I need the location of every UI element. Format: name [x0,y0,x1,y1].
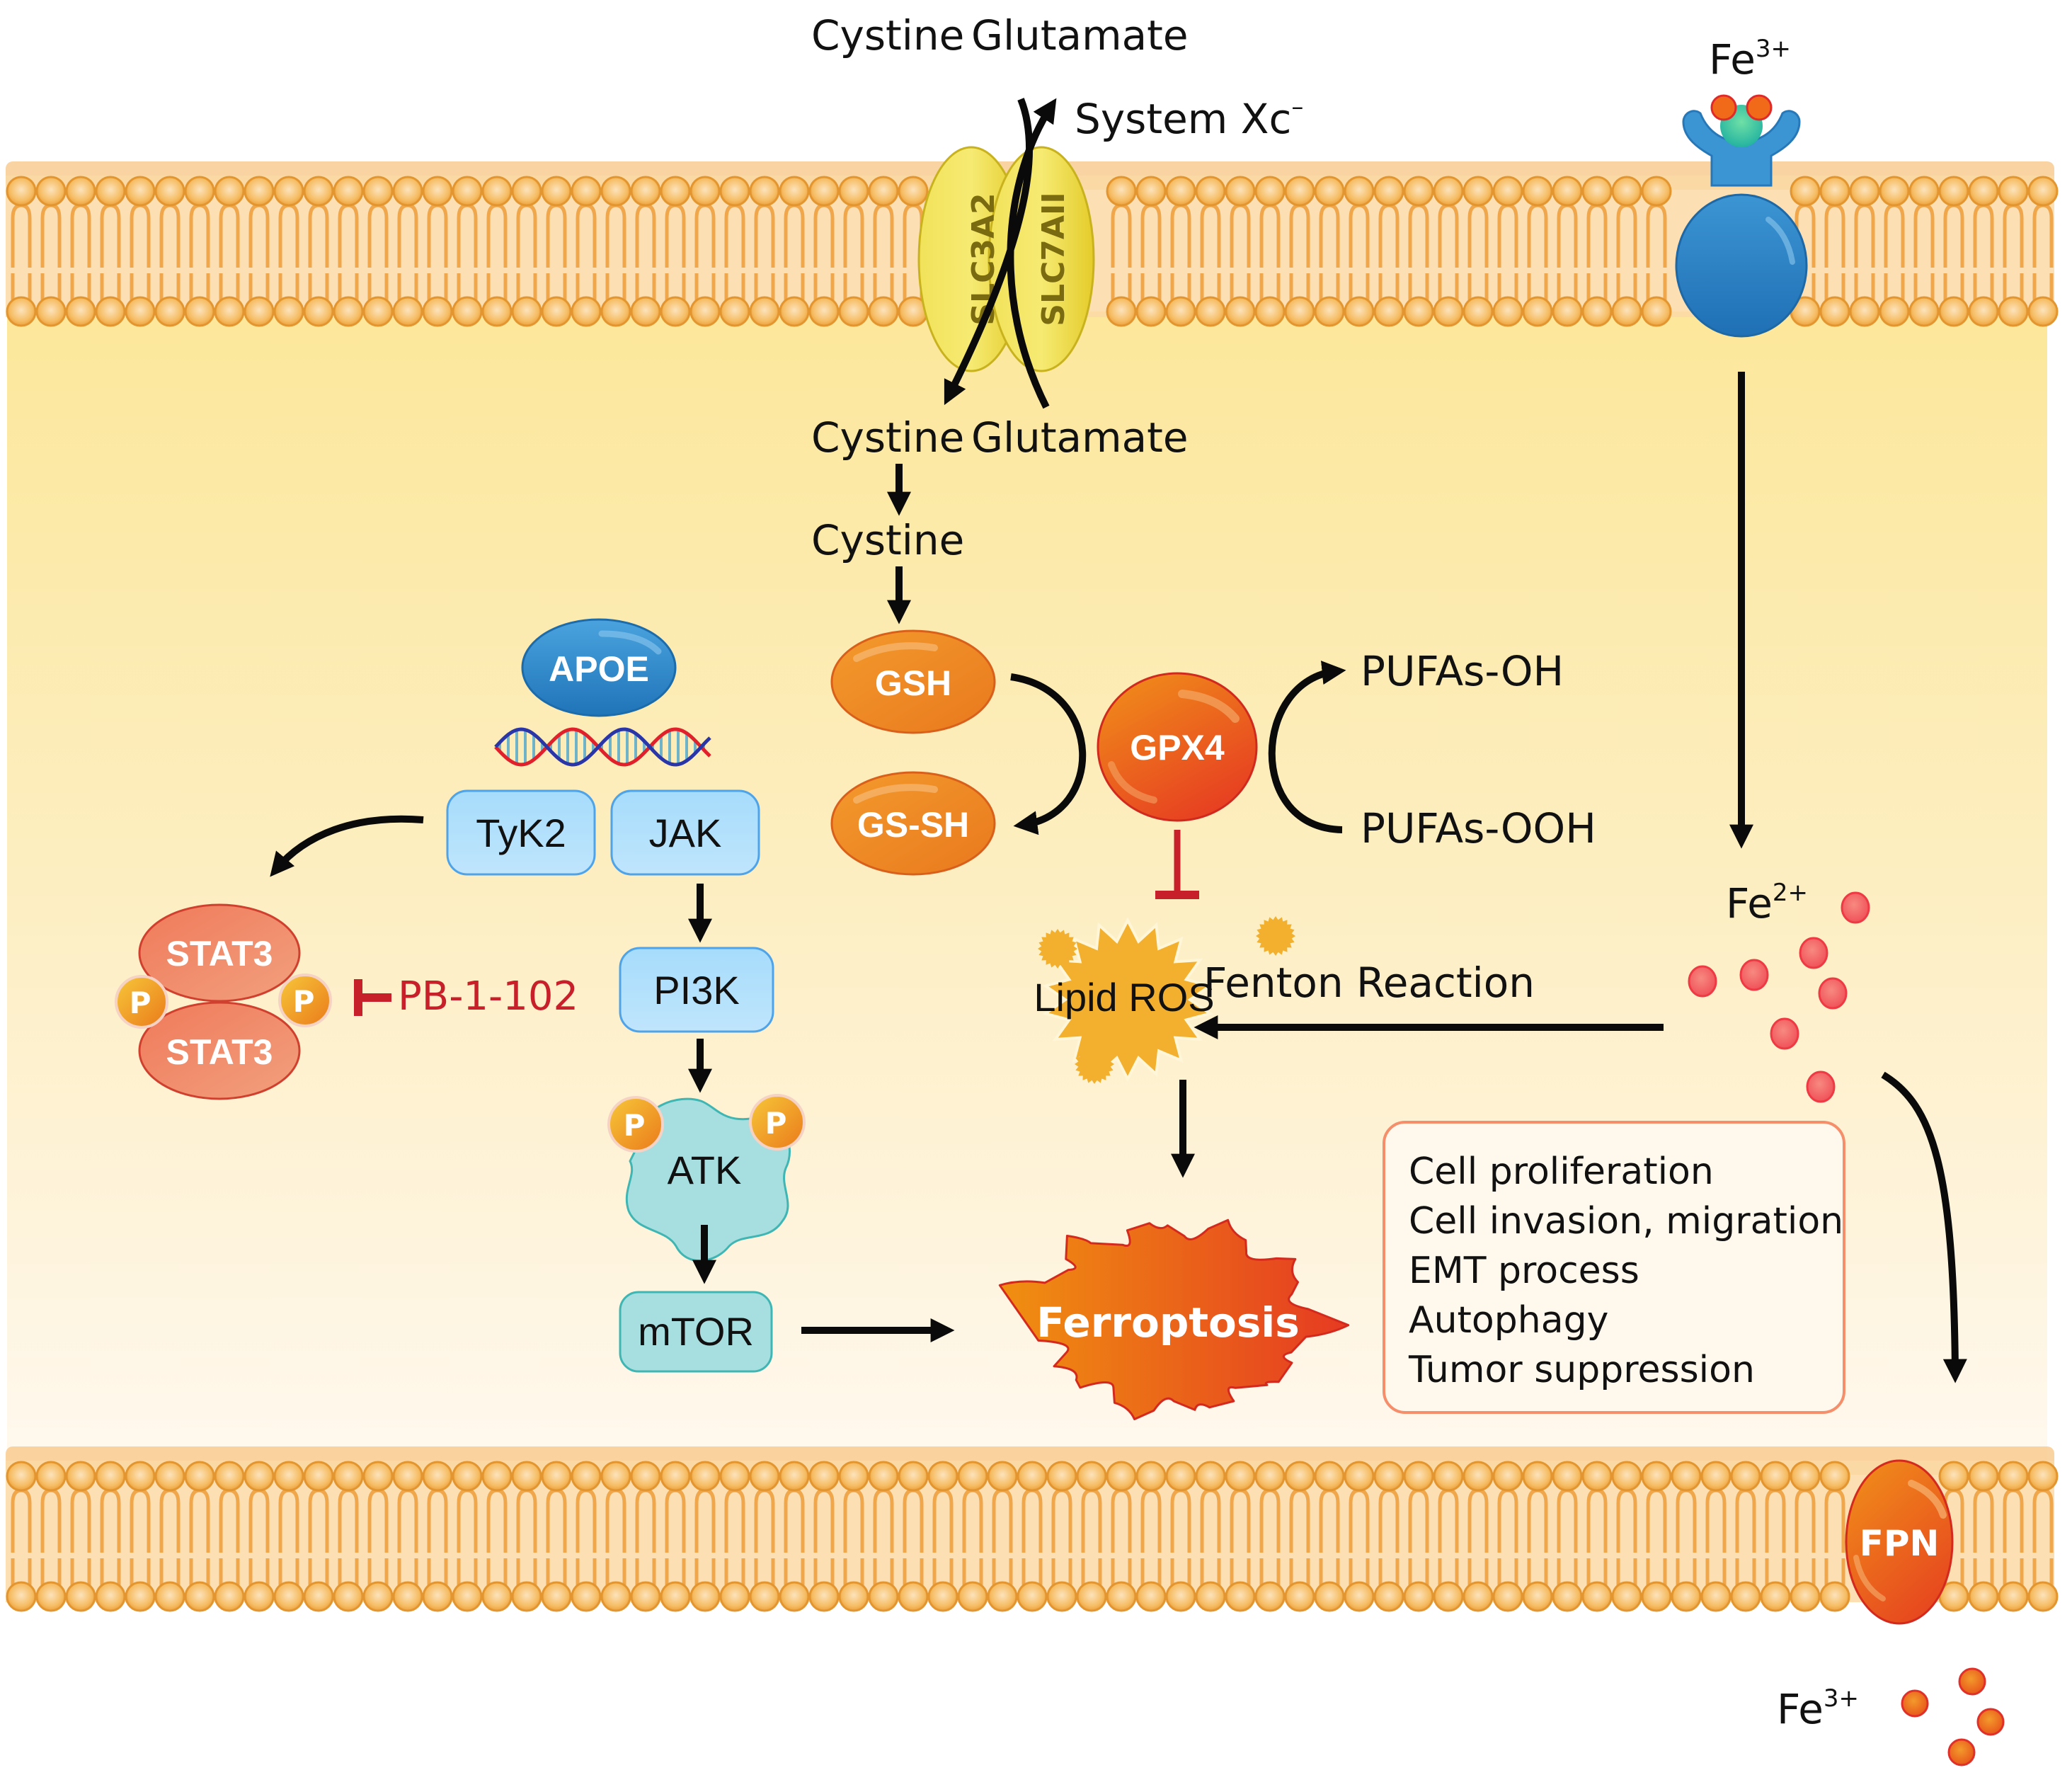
fe3-ion [1958,1667,1986,1696]
glutamate-export-arrow [1007,98,1057,409]
fe2-ion [1688,965,1717,998]
apoe-node[interactable]: APOE [521,618,677,717]
ros-particle-icon [1256,916,1295,956]
fpn-node[interactable]: FPN [1845,1459,1954,1625]
svg-text:GPX4: GPX4 [1130,728,1225,767]
fe3-bottom-label: Fe3+ [1777,1684,1859,1733]
slc3a2-label: SLC3A2 [966,193,1002,325]
ferroptosis-effects-box: Cell proliferation Cell invasion, migrat… [1383,1121,1845,1414]
effect-item: EMT process [1409,1250,1639,1292]
svg-text:ATK: ATK [668,1148,742,1192]
svg-text:P: P [130,986,151,1020]
fe2-ion [1818,977,1848,1010]
atk-phospho-right: P [749,1094,806,1151]
system-xc-label: System Xc– [1075,93,1303,143]
cystine-label: Cystine [811,516,964,564]
fe2-ion [1770,1017,1799,1050]
bound-fe3-left [1710,94,1737,121]
stat3-upper [138,903,301,1003]
extracellular-glutamate-label: Glutamate [971,11,1189,59]
pufas-oh-label: PUFAs-OH [1361,647,1564,695]
ferroptosis-node[interactable]: Ferroptosis [998,1218,1350,1420]
svg-text:APOE: APOE [549,649,649,689]
plasma-membrane-bottom [6,1446,2059,1612]
fe2-label: Fe2+ [1726,879,1808,927]
svg-text:P: P [765,1106,787,1141]
fe2-to-fpn-arrow [1881,1071,1967,1383]
fe3-ion [1947,1738,1976,1766]
pufas-ooh-label: PUFAs-OOH [1361,804,1596,852]
fenton-reaction-label: Fenton Reaction [1203,959,1535,1007]
effect-item: Cell invasion, migration [1409,1200,1843,1243]
bound-fe3-right [1746,94,1773,121]
gpx4-inhibits-lipid-ros [1155,830,1199,899]
fe3-ion [1901,1689,1929,1718]
svg-text:Ferroptosis: Ferroptosis [1036,1298,1300,1347]
svg-text:GSH: GSH [875,663,951,703]
pb-1-102-inhibitor: PB-1-102 [354,974,578,1020]
svg-text:STAT3: STAT3 [166,1032,273,1072]
gsh-to-gssh-arrow [1010,673,1087,835]
cystine-import-arrow [944,98,1034,406]
fe3-top-label: Fe3+ [1709,35,1791,84]
svg-text:PB-1-102: PB-1-102 [398,974,578,1020]
intracellular-cystine-label: Cystine [811,413,964,462]
fe2-ion [1841,891,1870,924]
gssh-node[interactable]: GS-SH [830,771,996,876]
svg-text:FPN: FPN [1860,1523,1940,1564]
lipid-ros-label: Lipid ROS [1034,975,1214,1020]
slc7a11-label: SLC7AII [1036,192,1072,326]
ros-particle-icon [1038,929,1077,969]
gsh-node[interactable]: GSH [830,629,996,734]
svg-text:P: P [624,1108,646,1143]
fe2-ion-pool [1688,891,1870,1103]
svg-text:PI3K: PI3K [653,968,739,1012]
svg-text:TyK2: TyK2 [476,811,566,855]
tyk2-to-stat3-arrow [270,815,424,877]
gpx4-node[interactable]: GPX4 [1097,672,1258,822]
effect-item: Tumor suppression [1408,1349,1755,1391]
pufas-reduction-arrow [1268,661,1346,833]
fe2-ion [1806,1071,1836,1103]
dna-helix-icon [494,727,711,767]
svg-text:mTOR: mTOR [638,1309,754,1354]
atk-phospho-left: P [607,1096,664,1153]
atk-node[interactable]: ATK [625,1097,791,1262]
fe3-ion [1976,1708,2005,1736]
extracellular-cystine-label: Cystine [811,11,964,59]
mtor-node[interactable]: mTOR [619,1291,773,1373]
svg-text:GS-SH: GS-SH [857,805,969,845]
effect-item: Cell proliferation [1409,1151,1714,1193]
effect-item: Autophagy [1409,1299,1608,1342]
stat3-lower [138,1001,301,1100]
fe2-ion [1799,937,1828,969]
ros-particle-icon [1075,1044,1114,1084]
system-xc-transporter[interactable]: SLC3A2 SLC7AII [917,98,1095,409]
tyk2-node[interactable]: TyK2 [446,789,596,876]
pi3k-node[interactable]: PI3K [619,947,774,1033]
jak-node[interactable]: JAK [610,789,760,876]
stat3-dimer[interactable]: STAT3 STAT3 P P [115,903,332,1100]
transferrin-receptor[interactable] [1675,94,1808,338]
fe2-ion [1739,959,1769,991]
intracellular-glutamate-label: Glutamate [971,413,1189,462]
svg-text:JAK: JAK [649,811,722,855]
lipid-ros-node[interactable]: Lipid ROS [1034,916,1295,1084]
svg-text:P: P [293,984,315,1019]
svg-text:STAT3: STAT3 [166,934,273,974]
fe3-exported-ions [1901,1667,2005,1766]
